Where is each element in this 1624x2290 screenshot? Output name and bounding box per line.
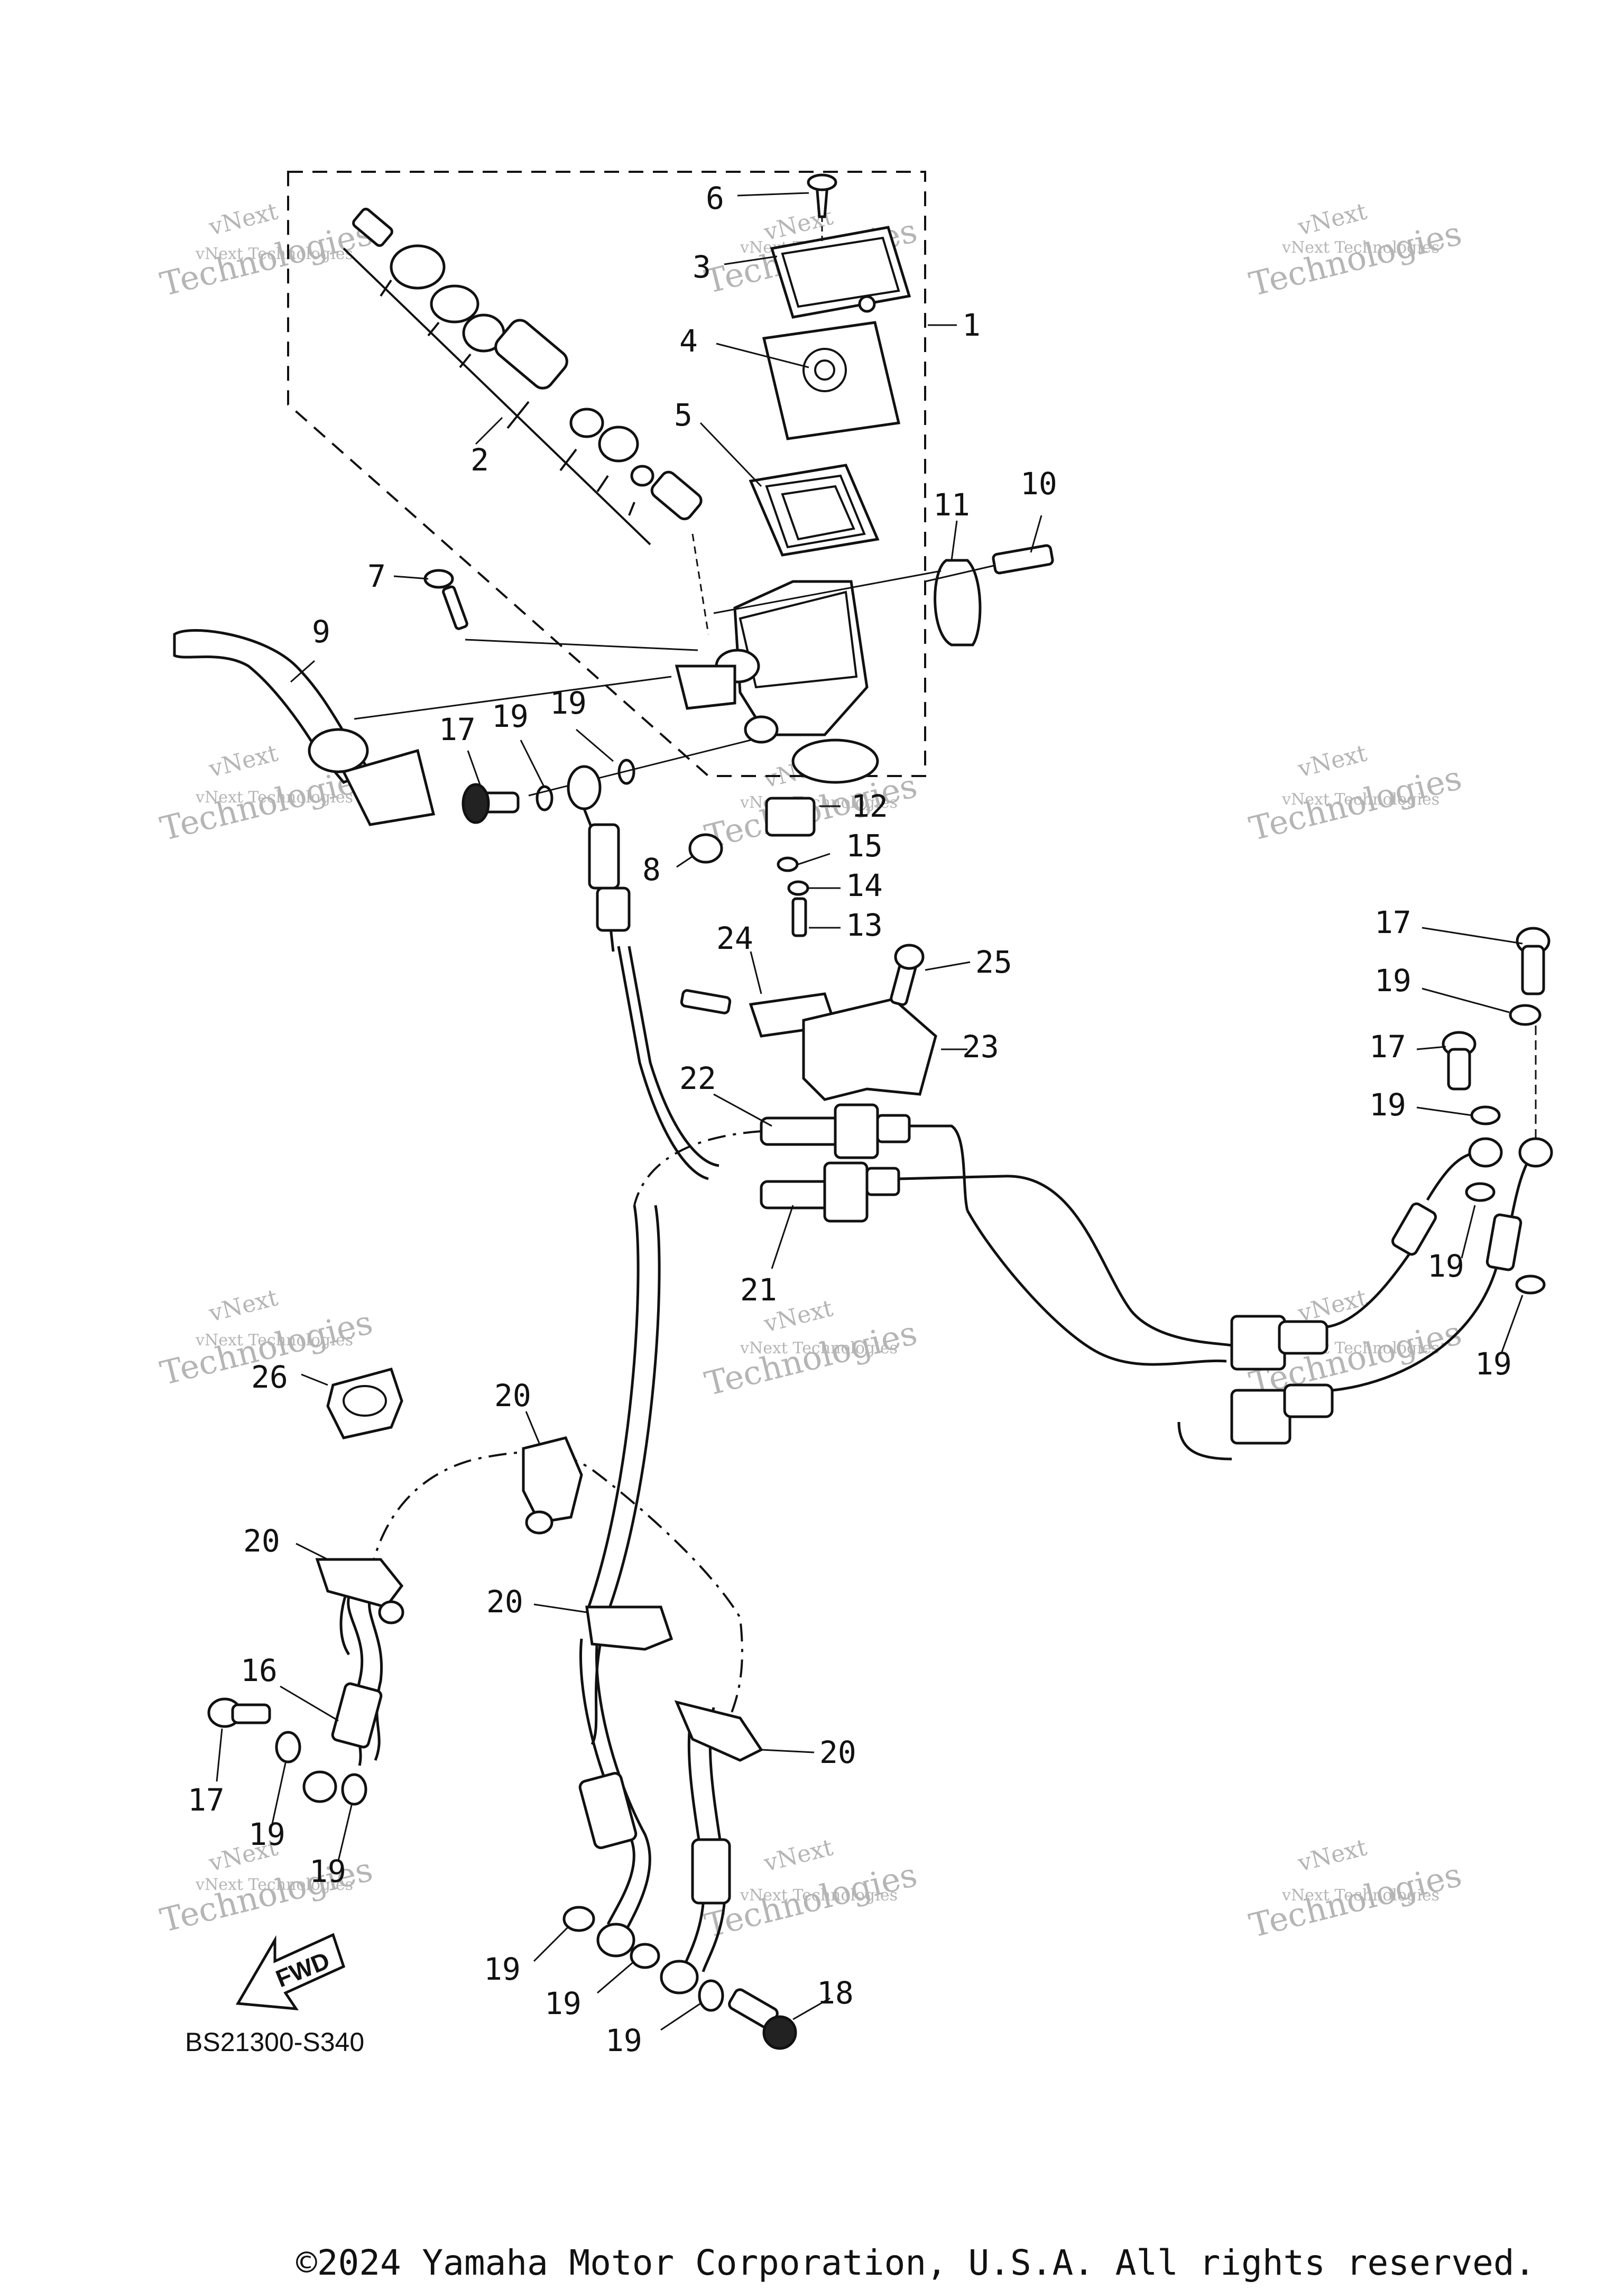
callout-19-l2: 19 xyxy=(309,1853,346,1889)
callout-17-r1: 17 xyxy=(1374,904,1411,940)
callout-1: 1 xyxy=(962,307,981,343)
svg-text:vNext Technologies: vNext Technologies xyxy=(195,788,353,807)
svg-text:vNext: vNext xyxy=(761,1834,836,1877)
callout-20-a: 20 xyxy=(494,1378,531,1414)
watermark-1: vNext vNext Technologies Technologies xyxy=(156,198,376,303)
handlebar-holder xyxy=(713,544,1054,647)
callout-17-top: 17 xyxy=(439,712,476,747)
hose-bracket xyxy=(680,944,937,1101)
svg-text:vNext: vNext xyxy=(206,1284,281,1327)
clamp-26 xyxy=(326,1367,403,1439)
svg-text:vNext Technologies: vNext Technologies xyxy=(195,1331,353,1350)
callout-20-d: 20 xyxy=(819,1734,856,1770)
fwd-arrow: FWD xyxy=(235,1933,346,2010)
callout-12: 12 xyxy=(851,788,888,824)
svg-text:vNext Technologies: vNext Technologies xyxy=(1281,790,1440,809)
svg-text:Technologies: Technologies xyxy=(1245,1855,1465,1945)
callout-4: 4 xyxy=(679,323,698,359)
brake-switch xyxy=(688,797,816,937)
callout-17-r2: 17 xyxy=(1369,1029,1406,1065)
callout-19-r4: 19 xyxy=(1475,1346,1512,1382)
callout-5: 5 xyxy=(674,397,693,433)
callout-19-l1: 19 xyxy=(248,1816,285,1852)
watermark-12: vNext vNext Technologies Technologies xyxy=(1245,1834,1465,1945)
svg-text:vNext Technologies: vNext Technologies xyxy=(1281,238,1440,257)
upper-brake-hose xyxy=(567,765,719,1180)
callout-7: 7 xyxy=(367,558,386,594)
copyright-notice: ©2024 Yamaha Motor Corporation, U.S.A. A… xyxy=(296,2242,1536,2283)
right-union-bolts xyxy=(1442,927,1551,1295)
svg-text:vNext: vNext xyxy=(206,740,281,783)
lower-hoses xyxy=(302,1205,743,1994)
callouts: 6 3 1 4 5 2 10 11 7 9 17 19 19 12 15 8 1… xyxy=(188,180,1512,2058)
clamp-20-right xyxy=(674,1700,763,1762)
svg-text:Technologies: Technologies xyxy=(701,1855,921,1945)
callout-2: 2 xyxy=(470,442,489,478)
svg-text:vNext Technologies: vNext Technologies xyxy=(1281,1886,1440,1905)
right-hoses xyxy=(1230,1137,1553,1445)
callout-17-ll: 17 xyxy=(188,1782,225,1818)
svg-text:vNext Technologies: vNext Technologies xyxy=(195,1876,353,1894)
svg-text:vNext: vNext xyxy=(1295,1834,1370,1877)
upper-union-bolt xyxy=(462,739,751,824)
callout-15: 15 xyxy=(846,828,883,864)
callout-25: 25 xyxy=(975,944,1012,980)
lower-left-bolt xyxy=(207,1697,367,1806)
svg-text:vNext Technologies: vNext Technologies xyxy=(740,1339,898,1358)
svg-text:vNext: vNext xyxy=(206,198,281,241)
diagram-code: BS21300-S340 xyxy=(185,2027,364,2057)
callout-10: 10 xyxy=(1020,466,1057,502)
callout-14: 14 xyxy=(846,867,883,903)
callout-19-l3: 19 xyxy=(484,1951,521,1987)
callout-19-l5: 19 xyxy=(605,2023,642,2058)
watermark-11: vNext vNext Technologies Technologies xyxy=(701,1834,921,1945)
callout-19-b: 19 xyxy=(550,685,587,721)
clamp-20-upper xyxy=(522,1436,583,1535)
callout-24: 24 xyxy=(716,920,753,956)
callout-19-r2: 19 xyxy=(1369,1087,1406,1123)
callout-26: 26 xyxy=(251,1359,288,1395)
callout-19-a: 19 xyxy=(492,698,529,734)
brake-lever xyxy=(173,629,672,826)
callout-21: 21 xyxy=(740,1272,777,1308)
clamp-20-left xyxy=(315,1558,404,1624)
callout-18: 18 xyxy=(817,1975,854,2011)
callout-22: 22 xyxy=(679,1060,716,1096)
lever-bolt xyxy=(423,569,698,651)
callout-20-c: 20 xyxy=(486,1584,523,1620)
master-cylinder-body xyxy=(675,580,879,784)
svg-text:vNext: vNext xyxy=(1295,740,1370,783)
hose-joint xyxy=(633,1103,1232,1461)
svg-text:vNext: vNext xyxy=(1295,198,1370,241)
watermark-6: vNext vNext Technologies Technologies xyxy=(1245,740,1465,848)
callout-9: 9 xyxy=(312,614,330,650)
reservoir-parts xyxy=(749,173,911,557)
svg-text:Technologies: Technologies xyxy=(1245,758,1465,848)
callout-6: 6 xyxy=(706,180,724,216)
watermark-8: vNext vNext Technologies Technologies xyxy=(701,1295,921,1403)
callout-8: 8 xyxy=(642,852,661,888)
callout-19-r1: 19 xyxy=(1374,963,1411,999)
piston-kit xyxy=(343,207,709,635)
watermark-3: vNext vNext Technologies Technologies xyxy=(1245,198,1465,303)
callout-13: 13 xyxy=(846,907,883,943)
clamp-20-middle xyxy=(585,1605,673,1651)
callout-11: 11 xyxy=(933,487,970,523)
callout-3: 3 xyxy=(693,249,711,285)
callout-20-b: 20 xyxy=(243,1523,280,1559)
leader-lines xyxy=(216,192,1524,2031)
callout-19-r3: 19 xyxy=(1427,1248,1464,1284)
callout-23: 23 xyxy=(962,1029,999,1065)
callout-19-l4: 19 xyxy=(545,1986,582,2021)
callout-16: 16 xyxy=(241,1652,278,1688)
svg-text:vNext Technologies: vNext Technologies xyxy=(740,1886,898,1905)
lower-bolt-18 xyxy=(562,1906,797,2050)
svg-text:vNext Technologies: vNext Technologies xyxy=(195,245,353,263)
